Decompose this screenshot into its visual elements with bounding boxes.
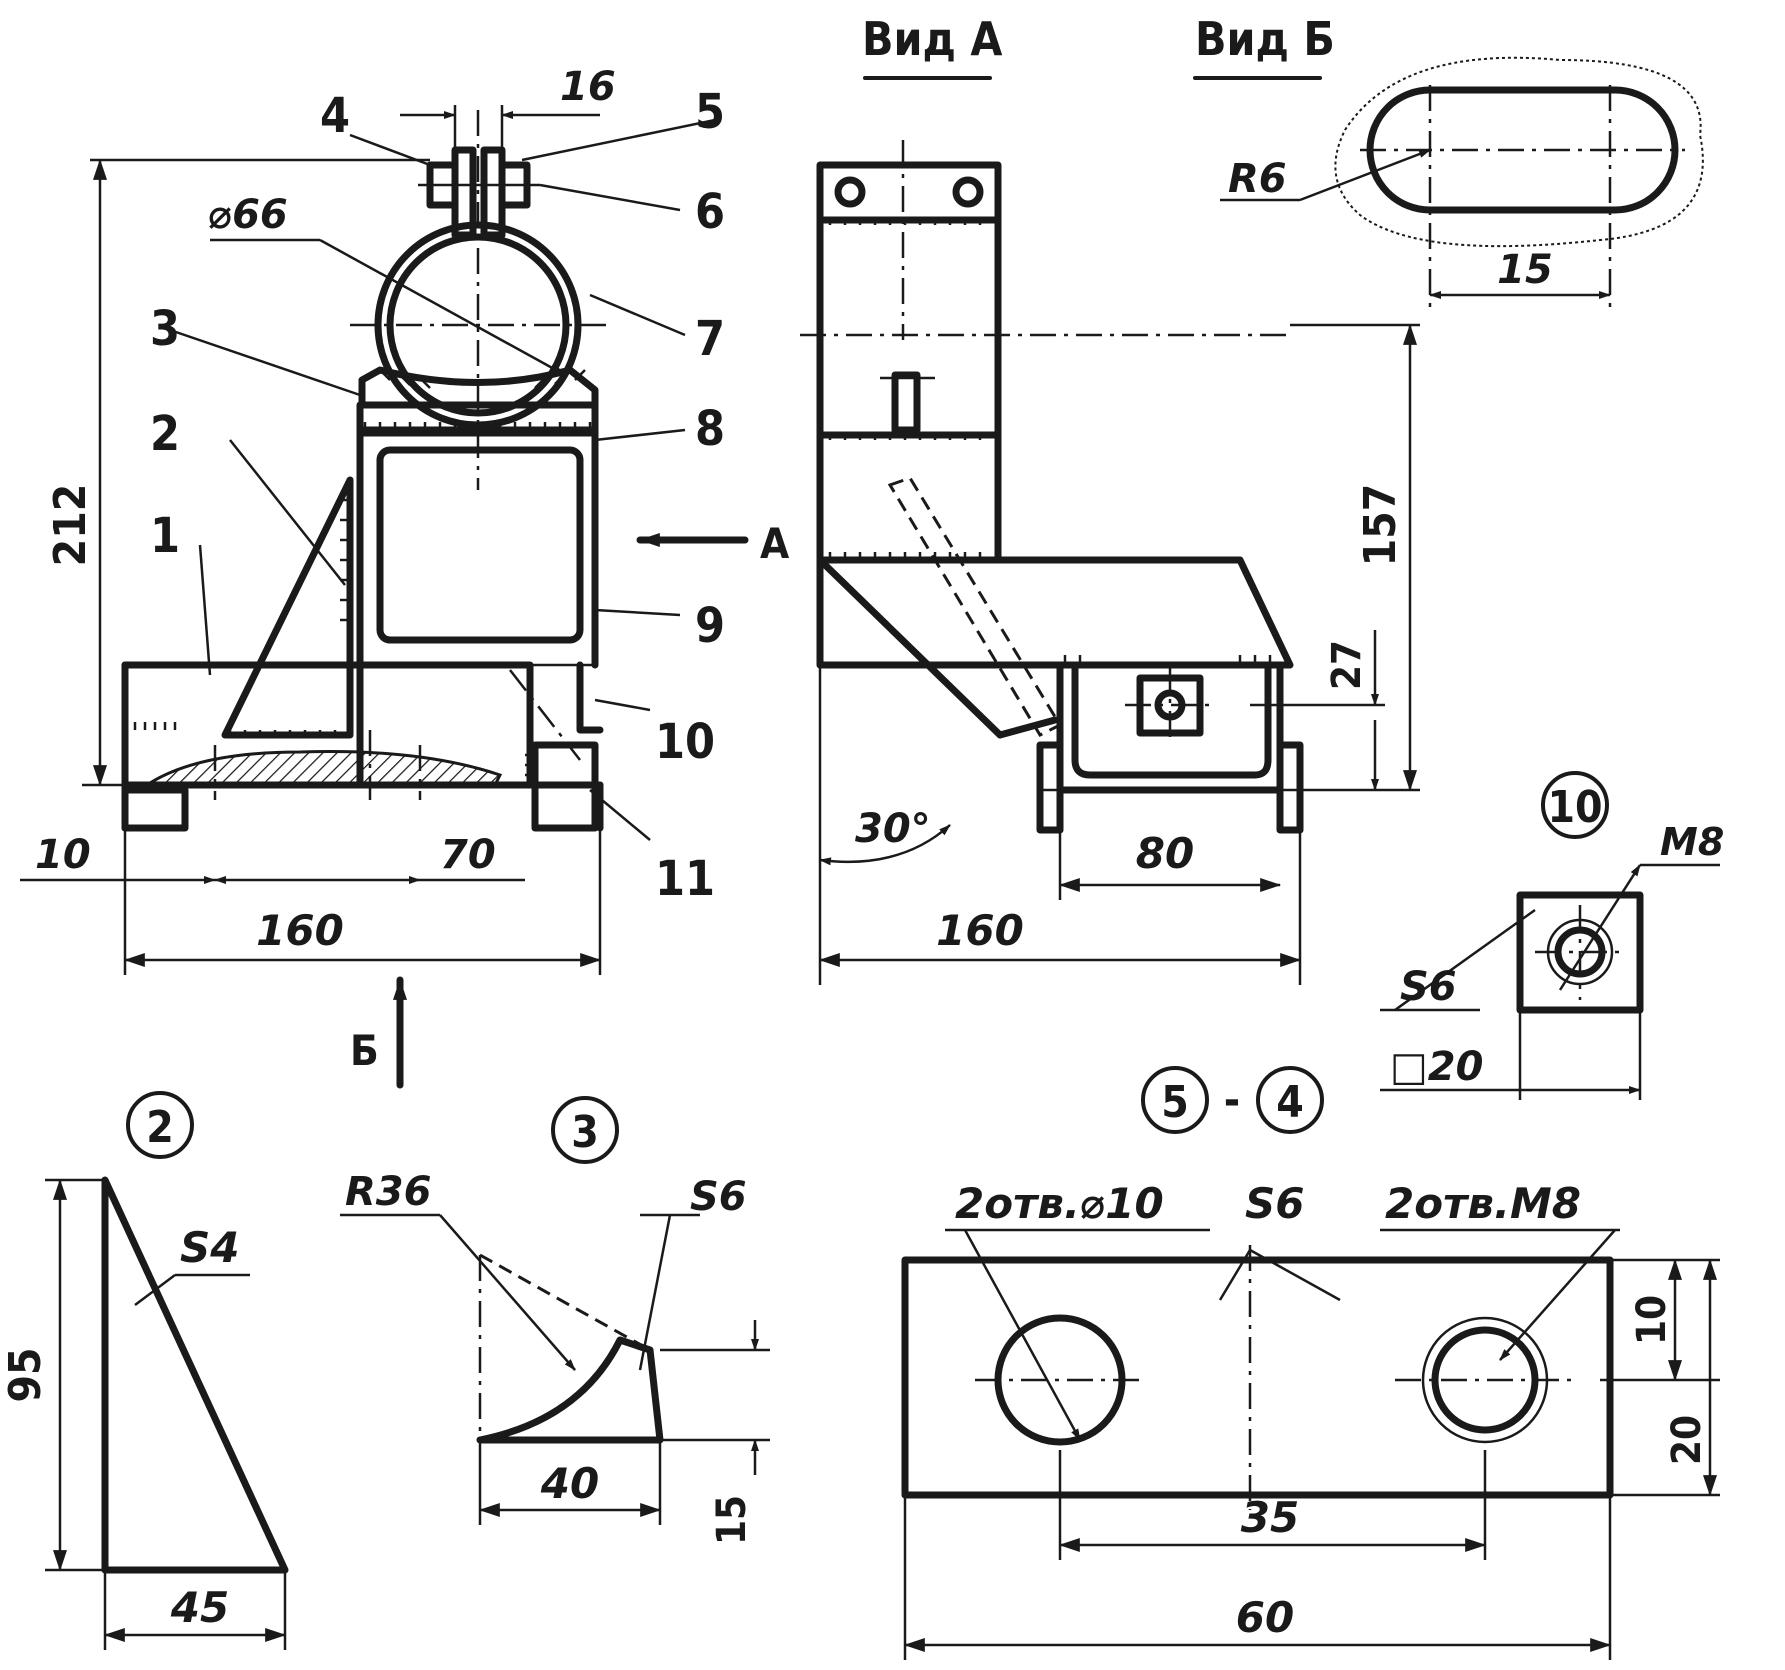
part54-dim-35: 35 [1241, 1493, 1299, 1542]
part2-thickness: S4 [180, 1223, 239, 1272]
dim-15-view-b: 15 [1497, 247, 1553, 293]
part54-thickness: S6 [1245, 1179, 1304, 1228]
part54-holes-left: 2отв.⌀10 [955, 1179, 1164, 1228]
part2-drawing [45, 1176, 289, 1650]
callout-10: 10 [655, 714, 715, 770]
arrow-a-label: А [760, 519, 790, 568]
callout-4: 4 [320, 88, 350, 144]
callout-6: 6 [695, 184, 725, 240]
dim-angle-30: 30° [855, 806, 931, 852]
part54-dim-60: 60 [1236, 1593, 1294, 1642]
side-view [800, 140, 1304, 834]
arrow-b-label: Б [350, 1026, 379, 1075]
dim-212: 212 [45, 484, 96, 567]
weld-marks [133, 369, 592, 777]
callout-9: 9 [695, 598, 725, 654]
dim-27: 27 [1324, 640, 1370, 690]
dim-157: 157 [1355, 484, 1406, 567]
part2-id: 2 [146, 1102, 174, 1153]
dim-70: 70 [440, 832, 496, 878]
part54-id-b: 4 [1276, 1077, 1304, 1128]
part10-thread: M8 [1660, 820, 1724, 864]
part10-id: 10 [1547, 782, 1602, 833]
part3-thickness: S6 [690, 1174, 747, 1220]
dim-16: 16 [560, 64, 616, 110]
part54-id-a: 5 [1161, 1077, 1189, 1128]
part10-thickness: S6 [1400, 964, 1457, 1010]
callout-8: 8 [695, 401, 725, 457]
part3-dim-r36: R36 [345, 1169, 431, 1215]
dim-80: 80 [1136, 829, 1194, 878]
part3-drawing [340, 1213, 770, 1525]
part3-dim-15: 15 [709, 1495, 755, 1545]
part10-drawing [1380, 863, 1720, 1100]
part3-id: 3 [571, 1107, 599, 1158]
front-view [121, 110, 610, 832]
part2-dim-95: 95 [0, 1347, 51, 1402]
callout-2: 2 [150, 406, 180, 462]
dim-160-front: 160 [256, 906, 344, 955]
part54-drawing [901, 1228, 1720, 1660]
view-b [1220, 56, 1704, 310]
part54-dim-10: 10 [1629, 1295, 1675, 1345]
dim-10-front: 10 [35, 832, 91, 878]
callout-11: 11 [655, 851, 715, 907]
callout-7: 7 [695, 311, 725, 367]
dim-r6: R6 [1228, 156, 1287, 202]
view-b-title: Вид Б [1195, 12, 1335, 66]
part54-sep: - [1224, 1075, 1240, 1126]
callout-leaders [169, 118, 716, 841]
dim-d66: ⌀66 [208, 192, 288, 238]
callout-1: 1 [150, 508, 180, 564]
part3-dim-40: 40 [540, 1459, 599, 1508]
callout-5: 5 [695, 84, 725, 140]
part54-dim-20: 20 [1664, 1415, 1710, 1465]
part54-holes-right: 2отв.M8 [1385, 1179, 1581, 1228]
view-a-title: Вид А [862, 12, 1002, 66]
front-dimensions [20, 105, 602, 975]
callout-3: 3 [150, 301, 180, 357]
dim-160-side: 160 [936, 906, 1024, 955]
part2-dim-45: 45 [170, 1583, 229, 1632]
part10-size: □20 [1390, 1044, 1483, 1090]
side-dimensions [818, 323, 1420, 985]
